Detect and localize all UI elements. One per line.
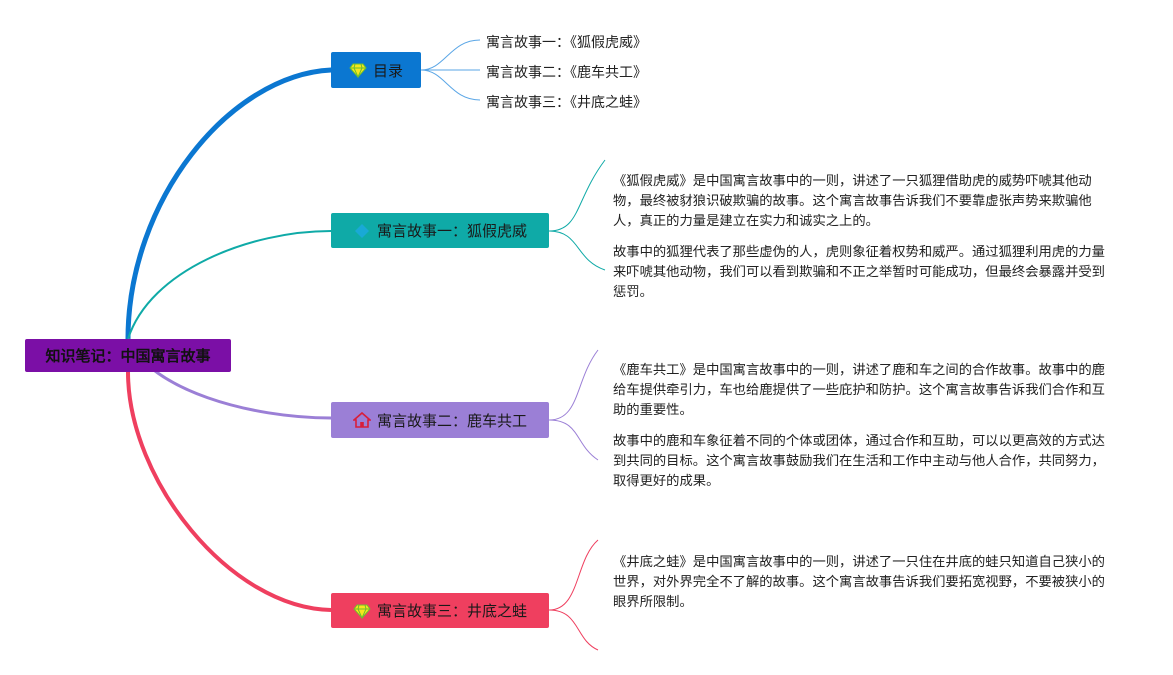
story1-link-2 <box>548 230 606 271</box>
story1-paragraph-2: 故事中的狐狸代表了那些虚伪的人，虎则象征着权势和威严。通过狐狸利用虎的力量来吓唬… <box>613 245 1105 300</box>
story3-paragraph-1: 《井底之蛙》是中国寓言故事中的一则，讲述了一只住在井底的蛙只知道自己狭小的世界，… <box>613 555 1105 610</box>
story3-link-2 <box>548 609 599 651</box>
story2-paragraph-2: 故事中的鹿和车象征着不同的个体或团体，通过合作和互助，可以以更高效的方式达到共同… <box>613 434 1105 489</box>
story3-link-1 <box>548 539 599 611</box>
story2-link-2 <box>548 419 599 461</box>
story3-topic[interactable]: 寓言故事三：井底之蛙 <box>331 593 549 628</box>
root-topic[interactable]: 知识笔记：中国寓言故事 <box>25 339 231 372</box>
toc-item-3[interactable]: 寓言故事三：《井底之蛙》 <box>486 95 647 111</box>
story1-topic[interactable]: 寓言故事一：狐假虎威 <box>331 213 549 248</box>
toc-topic[interactable]: 目录 <box>331 52 421 88</box>
story2-topic-label: 寓言故事二：鹿车共工 <box>376 411 527 430</box>
house-icon <box>352 411 371 429</box>
story2-link-1 <box>548 349 599 421</box>
story2-paragraph-1: 《鹿车共工》是中国寓言故事中的一则，讲述了鹿和车之间的合作故事。故事中的鹿给车提… <box>613 363 1105 418</box>
story1-link-1 <box>548 159 606 232</box>
story2-topic[interactable]: 寓言故事二：鹿车共工 <box>331 402 549 438</box>
story1-paragraph-1: 《狐假虎威》是中国寓言故事中的一则，讲述了一只狐狸借助虎的威势吓唬其他动物，最终… <box>613 174 1092 229</box>
toc-topic-label: 目录 <box>372 61 403 80</box>
root-topic-label: 知识笔记：中国寓言故事 <box>45 347 211 365</box>
story1-topic-label: 寓言故事一：狐假虎威 <box>376 222 527 240</box>
gem-icon <box>353 602 371 620</box>
branch-line-story3 <box>126 371 332 612</box>
diamond-icon <box>353 222 371 240</box>
toc-item-2[interactable]: 寓言故事二：《鹿车共工》 <box>486 65 647 81</box>
branch-line-story1 <box>127 230 332 340</box>
branch-line-toc <box>125 67 334 342</box>
toc-link-3 <box>420 69 481 101</box>
story3-topic-label: 寓言故事三：井底之蛙 <box>376 602 527 620</box>
gem-icon <box>349 61 367 79</box>
toc-item-1[interactable]: 寓言故事一：《狐假虎威》 <box>486 35 647 51</box>
toc-link-1 <box>420 39 481 71</box>
